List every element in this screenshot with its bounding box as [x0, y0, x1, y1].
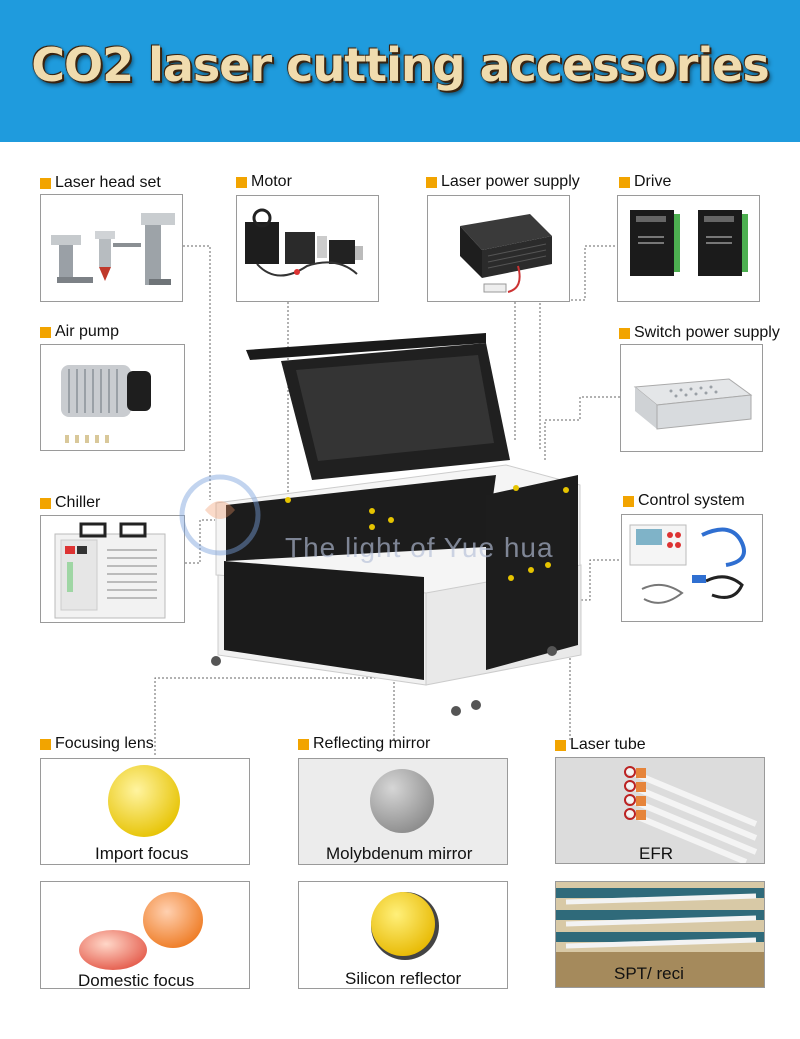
- label-chiller: Chiller: [40, 493, 100, 513]
- bullet-square-icon: [298, 738, 309, 750]
- bullet-square-icon: [40, 177, 51, 189]
- domestic-focus-image: [40, 881, 250, 989]
- caption-spt-reci: SPT/ reci: [614, 964, 684, 983]
- bullet-square-icon: [619, 176, 630, 188]
- label-drive: Drive: [619, 172, 671, 192]
- bullet-square-icon: [619, 327, 630, 339]
- bullet-square-icon: [555, 739, 566, 751]
- spt-reci-laser-tube-image: [555, 881, 765, 988]
- laser-cutting-machine-image: [211, 333, 582, 716]
- bullet-square-icon: [623, 495, 634, 507]
- label-reflecting-mirror: Reflecting mirror: [298, 734, 430, 754]
- switch-power-supply-image: [620, 344, 763, 452]
- laser-power-supply-image: [427, 195, 570, 302]
- laser-head-set-image: [40, 194, 183, 302]
- caption-domestic-focus: Domestic focus: [78, 971, 195, 990]
- bullet-square-icon: [40, 738, 51, 750]
- caption-silicon-reflector: Silicon reflector: [345, 969, 462, 988]
- title-banner: CO2 laser cutting accessories: [0, 0, 800, 142]
- air-pump-image: [40, 344, 185, 451]
- efr-laser-tube-image: [555, 757, 765, 864]
- caption-import-focus: Import focus: [95, 844, 189, 863]
- drive-image: [617, 195, 760, 302]
- bullet-square-icon: [40, 326, 51, 338]
- label-focusing-lens: Focusing lens: [40, 734, 154, 754]
- bullet-square-icon: [426, 176, 437, 188]
- bullet-square-icon: [236, 176, 247, 188]
- label-laser-power-supply: Laser power supply: [426, 172, 580, 192]
- caption-molybdenum-mirror: Molybdenum mirror: [326, 844, 473, 863]
- watermark-text: The light of Yue hua: [285, 532, 554, 563]
- label-air-pump: Air pump: [40, 322, 119, 342]
- chiller-image: [40, 515, 185, 623]
- caption-efr: EFR: [639, 844, 673, 863]
- label-control-system: Control system: [623, 491, 745, 511]
- label-laser-tube: Laser tube: [555, 735, 646, 755]
- page-title: CO2 laser cutting accessories: [31, 38, 770, 92]
- molybdenum-mirror-image: [298, 758, 508, 865]
- watermark-logo-icon: [179, 474, 261, 556]
- silicon-reflector-image: [298, 881, 508, 989]
- motor-image: [236, 195, 379, 302]
- label-switch-power-supply: Switch power supply: [619, 323, 780, 343]
- bullet-square-icon: [40, 497, 51, 509]
- label-motor: Motor: [236, 172, 292, 192]
- control-system-image: [621, 514, 763, 622]
- import-focus-image: [40, 758, 250, 865]
- label-laser-head-set: Laser head set: [40, 173, 161, 193]
